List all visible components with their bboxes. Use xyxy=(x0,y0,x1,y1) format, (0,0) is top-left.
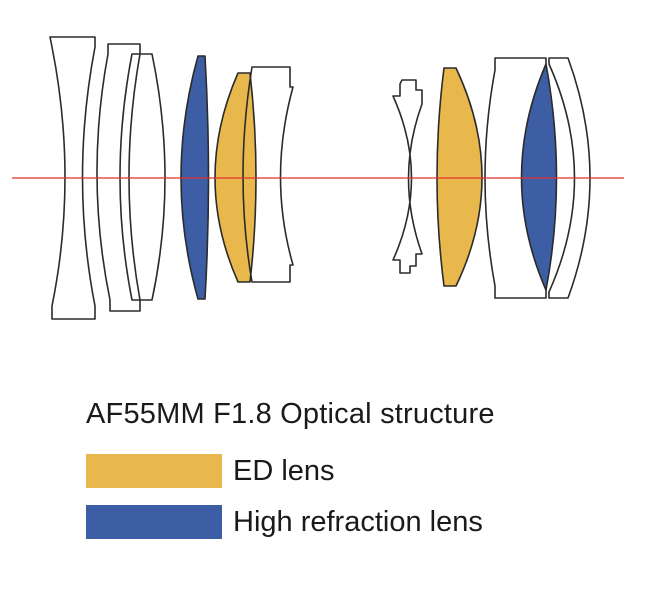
legend-swatch-ed xyxy=(86,454,222,488)
ed-lens-2 xyxy=(436,67,483,287)
legend-item-high-refraction: High refraction lens xyxy=(86,505,483,539)
diagram-title: AF55MM F1.8 Optical structure xyxy=(86,398,495,430)
lens-element-7 xyxy=(392,79,423,274)
lens-element-1 xyxy=(49,36,96,320)
high-refraction-lens-2 xyxy=(520,63,558,291)
lens-diagram xyxy=(12,36,624,320)
lens-element-6 xyxy=(242,66,294,283)
lens-element-3 xyxy=(119,53,166,301)
legend-label-high-refraction: High refraction lens xyxy=(233,505,483,538)
lens-element-2 xyxy=(96,43,141,312)
lens-element-11 xyxy=(548,57,591,299)
legend-item-ed: ED lens xyxy=(86,454,335,488)
legend-label-ed: ED lens xyxy=(233,454,335,487)
legend-swatch-high-refraction xyxy=(86,505,222,539)
